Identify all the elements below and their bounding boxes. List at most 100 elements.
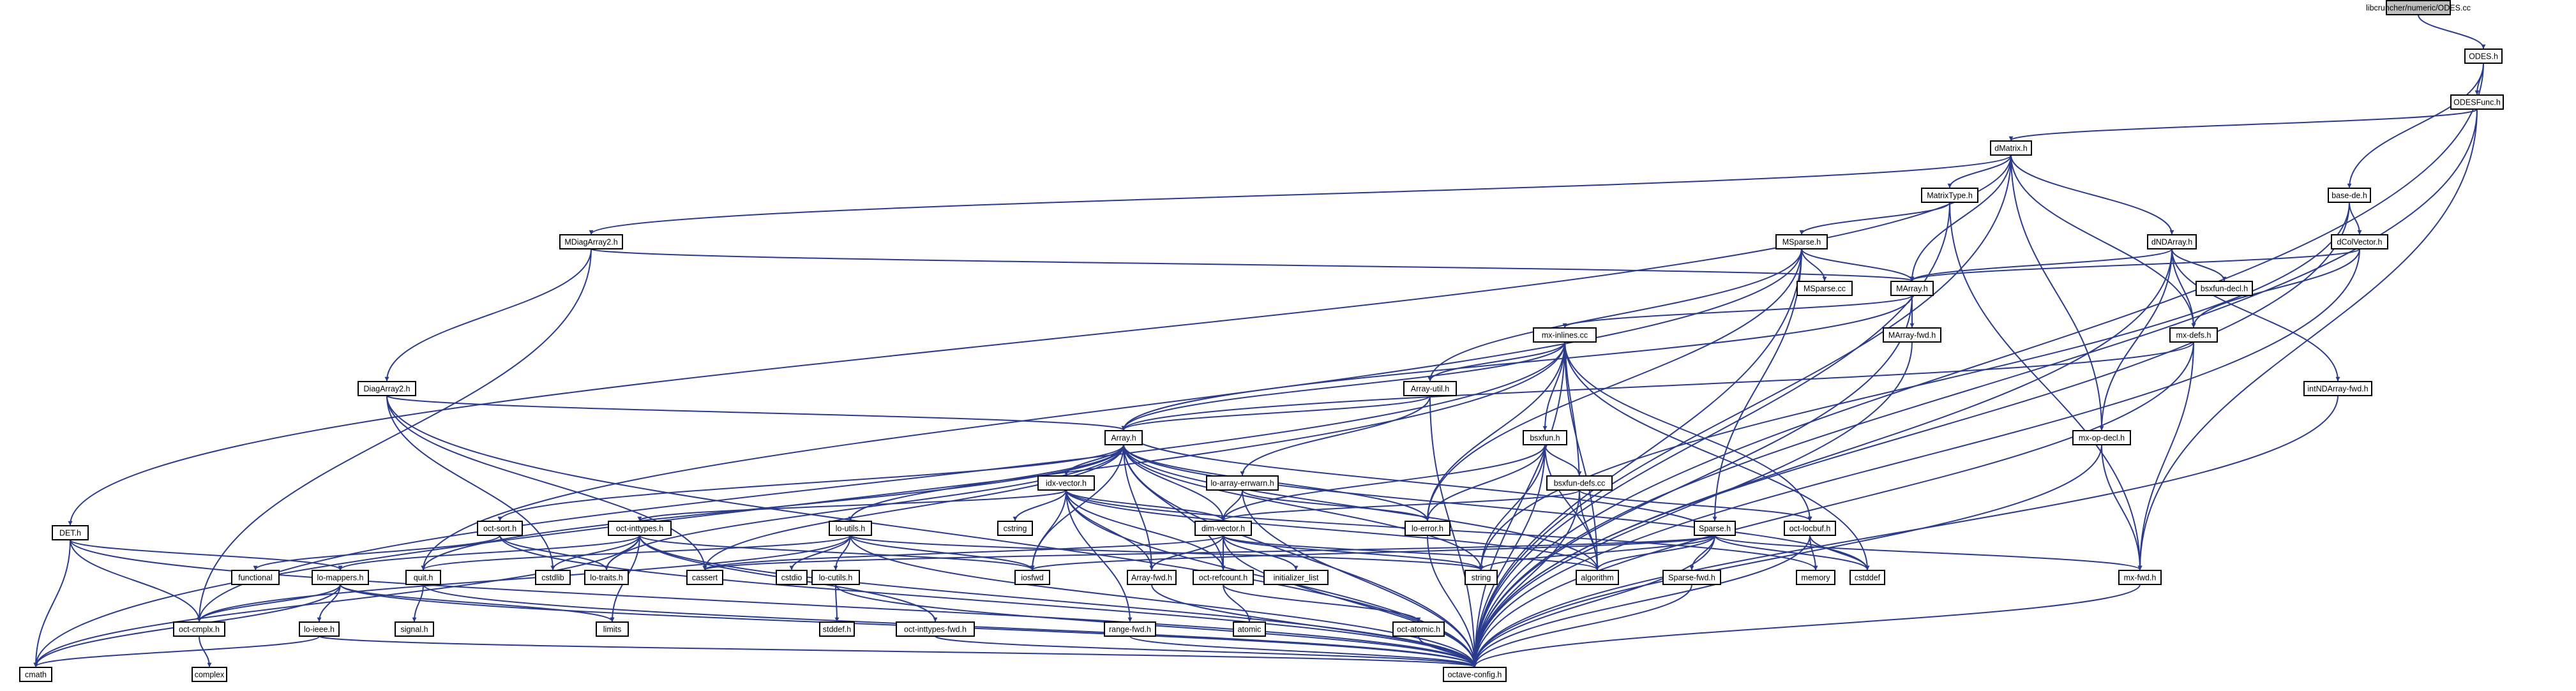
edge-lo_utils_h-to-cstdio	[789, 535, 851, 570]
node-label: Array.h	[1111, 434, 1136, 443]
node-lo-cutils-h[interactable]: lo-cutils.h	[811, 570, 860, 585]
edge-dcolvector_h-to-mx_defs_h	[2191, 248, 2360, 328]
node-diagarray2-h[interactable]: DiagArray2.h	[358, 381, 416, 396]
node-bsxfun-decl-h[interactable]: bsxfun-decl.h	[2196, 281, 2253, 296]
node-bsxfun-defs-cc[interactable]: bsxfun-defs.cc	[1546, 475, 1613, 491]
file-nodes: libcruncher/numeric/ODES.ccODES.hODESFun…	[19, 0, 2504, 682]
node-label: range-fwd.h	[1109, 625, 1151, 634]
node-quit-h[interactable]: quit.h	[405, 570, 441, 585]
node-lo-array-errwarn-h[interactable]: lo-array-errwarn.h	[1206, 475, 1279, 491]
node-lo-utils-h[interactable]: lo-utils.h	[829, 521, 872, 536]
node-signal-h[interactable]: signal.h	[395, 621, 434, 637]
node-array-util-h[interactable]: Array-util.h	[1403, 381, 1457, 396]
node-box	[1403, 381, 1457, 396]
node-label: MArray-fwd.h	[1888, 331, 1936, 340]
node-root[interactable]: libcruncher/numeric/ODES.cc	[2366, 0, 2471, 15]
node-oct-refcount-h[interactable]: oct-refcount.h	[1193, 570, 1254, 585]
node-cmath[interactable]: cmath	[19, 667, 52, 682]
node-initializer-list[interactable]: initializer_list	[1263, 570, 1329, 585]
node-cstdlib[interactable]: cstdlib	[535, 570, 571, 585]
node-msparse-h[interactable]: MSparse.h	[1775, 234, 1828, 249]
node-complex[interactable]: complex	[192, 667, 227, 682]
node-mx-inlines-cc[interactable]: mx-inlines.cc	[1533, 327, 1597, 343]
edge-range_fwd_h-to-octave_config_h	[1129, 635, 1477, 667]
node-mx-fwd-h[interactable]: mx-fwd.h	[2118, 570, 2162, 585]
node-lo-error-h[interactable]: lo-error.h	[1405, 521, 1450, 536]
node-dndarray-h[interactable]: dNDArray.h	[2147, 234, 2197, 249]
node-octave-config-h[interactable]: octave-config.h	[1443, 667, 1507, 682]
node-iosfwd[interactable]: iosfwd	[1014, 570, 1050, 585]
node-label: complex	[195, 671, 225, 680]
node-stddef-h[interactable]: stddef.h	[819, 621, 855, 637]
node-functional[interactable]: functional	[231, 570, 280, 585]
node-limits[interactable]: limits	[596, 621, 629, 637]
node-dim-vector-h[interactable]: dim-vector.h	[1194, 521, 1252, 536]
node-matrixtype-h[interactable]: MatrixType.h	[1921, 188, 1978, 203]
edge-lo_utils_h-to-oct_cmplx_h	[197, 535, 851, 622]
edge-dndarray_h-to-mx_op_decl_h	[2099, 248, 2173, 431]
node-box	[52, 525, 89, 540]
node-mdiagarray2-h[interactable]: MDiagArray2.h	[559, 234, 623, 249]
node-label: algorithm	[1581, 574, 1613, 583]
node-oct-inttypes-h[interactable]: oct-inttypes.h	[608, 521, 672, 536]
node-cstring[interactable]: cstring	[997, 521, 1033, 536]
node-lo-ieee-h[interactable]: lo-ieee.h	[299, 621, 340, 637]
node-box	[686, 570, 723, 585]
edge-lo_ieee_h-to-octave_config_h	[319, 635, 1477, 667]
edge-dim_vector_h-to-initializer_list	[1223, 535, 1299, 570]
edge-array_h-to-array_fwd_h	[1123, 444, 1154, 570]
node-marray-h[interactable]: MArray.h	[1890, 281, 1934, 296]
node-box	[819, 621, 855, 637]
node-lo-traits-h[interactable]: lo-traits.h	[584, 570, 629, 585]
node-oct-atomic-h[interactable]: oct-atomic.h	[1392, 621, 1445, 637]
edge-dmatrix_h-to-det_h	[68, 154, 2012, 526]
node-box	[1194, 521, 1252, 536]
edge-matrixtype_h-to-msparse_h	[1799, 202, 1950, 235]
edge-lo_mappers_h-to-limits	[340, 584, 615, 622]
node-dcolvector-h[interactable]: dColVector.h	[2331, 234, 2388, 249]
node-box	[1104, 621, 1156, 637]
node-box	[1392, 621, 1445, 637]
node-memory[interactable]: memory	[1796, 570, 1835, 585]
edge-dndarray_h-to-intndarray_fwd_h	[2171, 248, 2340, 382]
node-dmatrix-h[interactable]: dMatrix.h	[1990, 140, 2032, 156]
node-mx-defs-h[interactable]: mx-defs.h	[2169, 327, 2218, 343]
edge-quit_h-to-signal_h	[412, 584, 424, 622]
node-string[interactable]: string	[1465, 570, 1498, 585]
node-cassert[interactable]: cassert	[686, 570, 723, 585]
node-cstddef[interactable]: cstddef	[1849, 570, 1885, 585]
edge-bsxfun_defs_cc-to-oct_locbuf_h	[1579, 489, 1812, 521]
edge-array_fwd_h-to-octave_config_h	[1151, 584, 1477, 667]
node-base-de-h[interactable]: base-de.h	[2328, 188, 2371, 203]
node-range-fwd-h[interactable]: range-fwd.h	[1104, 621, 1156, 637]
node-odesfunc-h[interactable]: ODESFunc.h	[2450, 94, 2504, 110]
node-oct-cmplx-h[interactable]: oct-cmplx.h	[173, 621, 225, 637]
node-atomic[interactable]: atomic	[1233, 621, 1266, 637]
node-bsxfun-h[interactable]: bsxfun.h	[1523, 430, 1567, 445]
node-intndarray-fwd-h[interactable]: intNDArray-fwd.h	[2303, 381, 2372, 396]
node-sparse-h[interactable]: Sparse.h	[1694, 521, 1736, 536]
node-oct-sort-h[interactable]: oct-sort.h	[477, 521, 523, 536]
node-oct-inttypes-fwd-h[interactable]: oct-inttypes-fwd.h	[896, 621, 975, 637]
node-det-h[interactable]: DET.h	[52, 525, 89, 540]
node-msparse-cc[interactable]: MSparse.cc	[1796, 281, 1853, 296]
node-algorithm[interactable]: algorithm	[1576, 570, 1619, 585]
node-array-fwd-h[interactable]: Array-fwd.h	[1127, 570, 1177, 585]
node-mx-op-decl-h[interactable]: mx-op-decl.h	[2072, 430, 2131, 445]
node-array-h[interactable]: Array.h	[1104, 430, 1143, 445]
edge-mx_fwd_h-to-octave_config_h	[1472, 584, 2141, 667]
edge-mx_inlines_cc-to-algorithm	[1564, 341, 1600, 570]
node-odes-h[interactable]: ODES.h	[2464, 48, 2503, 64]
node-label: oct-inttypes.h	[616, 524, 663, 533]
edge-odes_h-to-octave_config_h	[1472, 63, 2484, 667]
edge-mx_op_decl_h-to-mx_fwd_h	[2101, 444, 2143, 570]
node-marray-fwd-h[interactable]: MArray-fwd.h	[1883, 327, 1941, 343]
edge-dndarray_h-to-bsxfun_decl_h	[2171, 248, 2227, 281]
node-box	[1796, 570, 1835, 585]
node-box	[1443, 667, 1507, 682]
node-oct-locbuf-h[interactable]: oct-locbuf.h	[1784, 521, 1836, 536]
node-sparse-fwd-h[interactable]: Sparse-fwd.h	[1662, 570, 1721, 585]
node-lo-mappers-h[interactable]: lo-mappers.h	[312, 570, 369, 585]
node-cstdio[interactable]: cstdio	[776, 570, 808, 585]
node-idx-vector-h[interactable]: idx-vector.h	[1037, 475, 1095, 491]
